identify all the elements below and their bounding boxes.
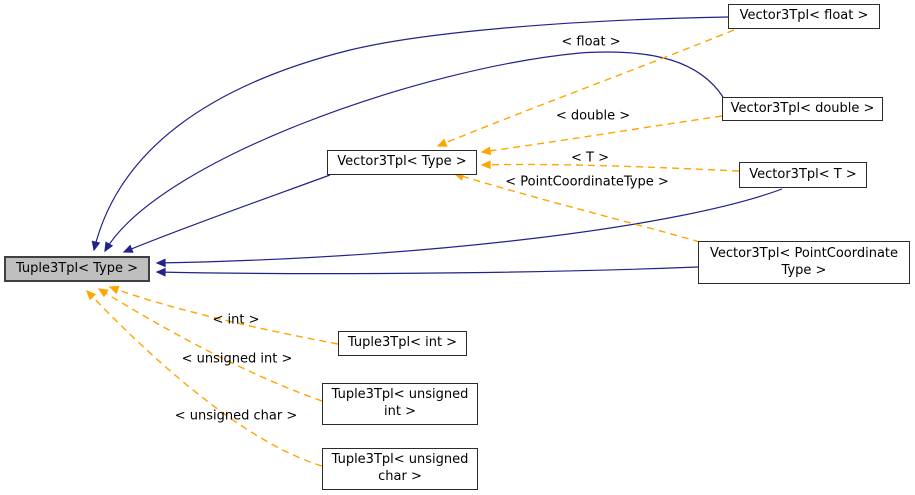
edge-inherit-vector3tpl-double — [104, 51, 724, 253]
edge-label-pointcoordinatetype: < PointCoordinateType > — [505, 174, 669, 190]
edge-label-unsigned-char: < unsigned char > — [174, 408, 298, 424]
edge-label-t: < T > — [571, 150, 609, 166]
node-tuple3tpl-unsigned-char[interactable]: Tuple3Tpl< unsigned char > — [322, 448, 478, 490]
node-label: Tuple3Tpl< int > — [347, 335, 458, 351]
edge-label-float: < float > — [561, 34, 621, 50]
edge-inherit-vector3tpl-type — [122, 174, 331, 253]
node-vector3tpl-t[interactable]: Vector3Tpl< T > — [739, 162, 867, 188]
node-tuple3tpl-unsigned-int[interactable]: Tuple3Tpl< unsigned int > — [322, 383, 478, 425]
edge-template-float — [436, 29, 735, 147]
node-label: Vector3Tpl< double > — [730, 100, 875, 116]
node-label-line2: char > — [378, 469, 422, 484]
node-vector3tpl-float[interactable]: Vector3Tpl< float > — [728, 4, 880, 29]
node-label: Vector3Tpl< T > — [749, 166, 857, 182]
node-label-line1: Vector3Tpl< PointCoordinate — [709, 245, 899, 261]
node-vector3tpl-pointcoordinatetype[interactable]: Vector3Tpl< PointCoordinate Type > — [698, 241, 910, 284]
node-label-line2: int > — [384, 404, 416, 419]
edge-label-unsigned-int: < unsigned int > — [181, 351, 293, 367]
edge-template-double — [480, 115, 723, 156]
node-label: Vector3Tpl< float > — [739, 8, 869, 24]
node-vector3tpl-type[interactable]: Vector3Tpl< Type > — [327, 150, 477, 175]
edge-inherit-vector3tpl-pct — [155, 266, 699, 277]
node-label-line2: Type > — [781, 262, 827, 278]
edge-template-pointcoordinatetype — [453, 172, 701, 243]
node-label-line1: Tuple3Tpl< unsigned — [331, 452, 469, 468]
node-tuple3tpl-type: Tuple3Tpl< Type > — [4, 256, 150, 282]
edge-inherit-vector3tpl-t — [155, 188, 783, 268]
node-vector3tpl-double[interactable]: Vector3Tpl< double > — [722, 97, 883, 121]
edge-template-int — [108, 285, 339, 345]
edge-inherit-vector3tpl-float — [91, 16, 729, 252]
edge-label-int: < int > — [212, 312, 260, 328]
node-label: Tuple3Tpl< Type > — [15, 260, 139, 276]
node-tuple3tpl-int[interactable]: Tuple3Tpl< int > — [338, 331, 467, 356]
edge-template-t — [480, 160, 740, 172]
node-label: Vector3Tpl< Type > — [337, 154, 467, 170]
edge-template-unsigned-int — [97, 288, 323, 402]
node-label-line1: Tuple3Tpl< unsigned — [331, 387, 469, 403]
edge-template-unsigned-char — [86, 289, 323, 467]
edge-label-double: < double > — [555, 108, 631, 124]
